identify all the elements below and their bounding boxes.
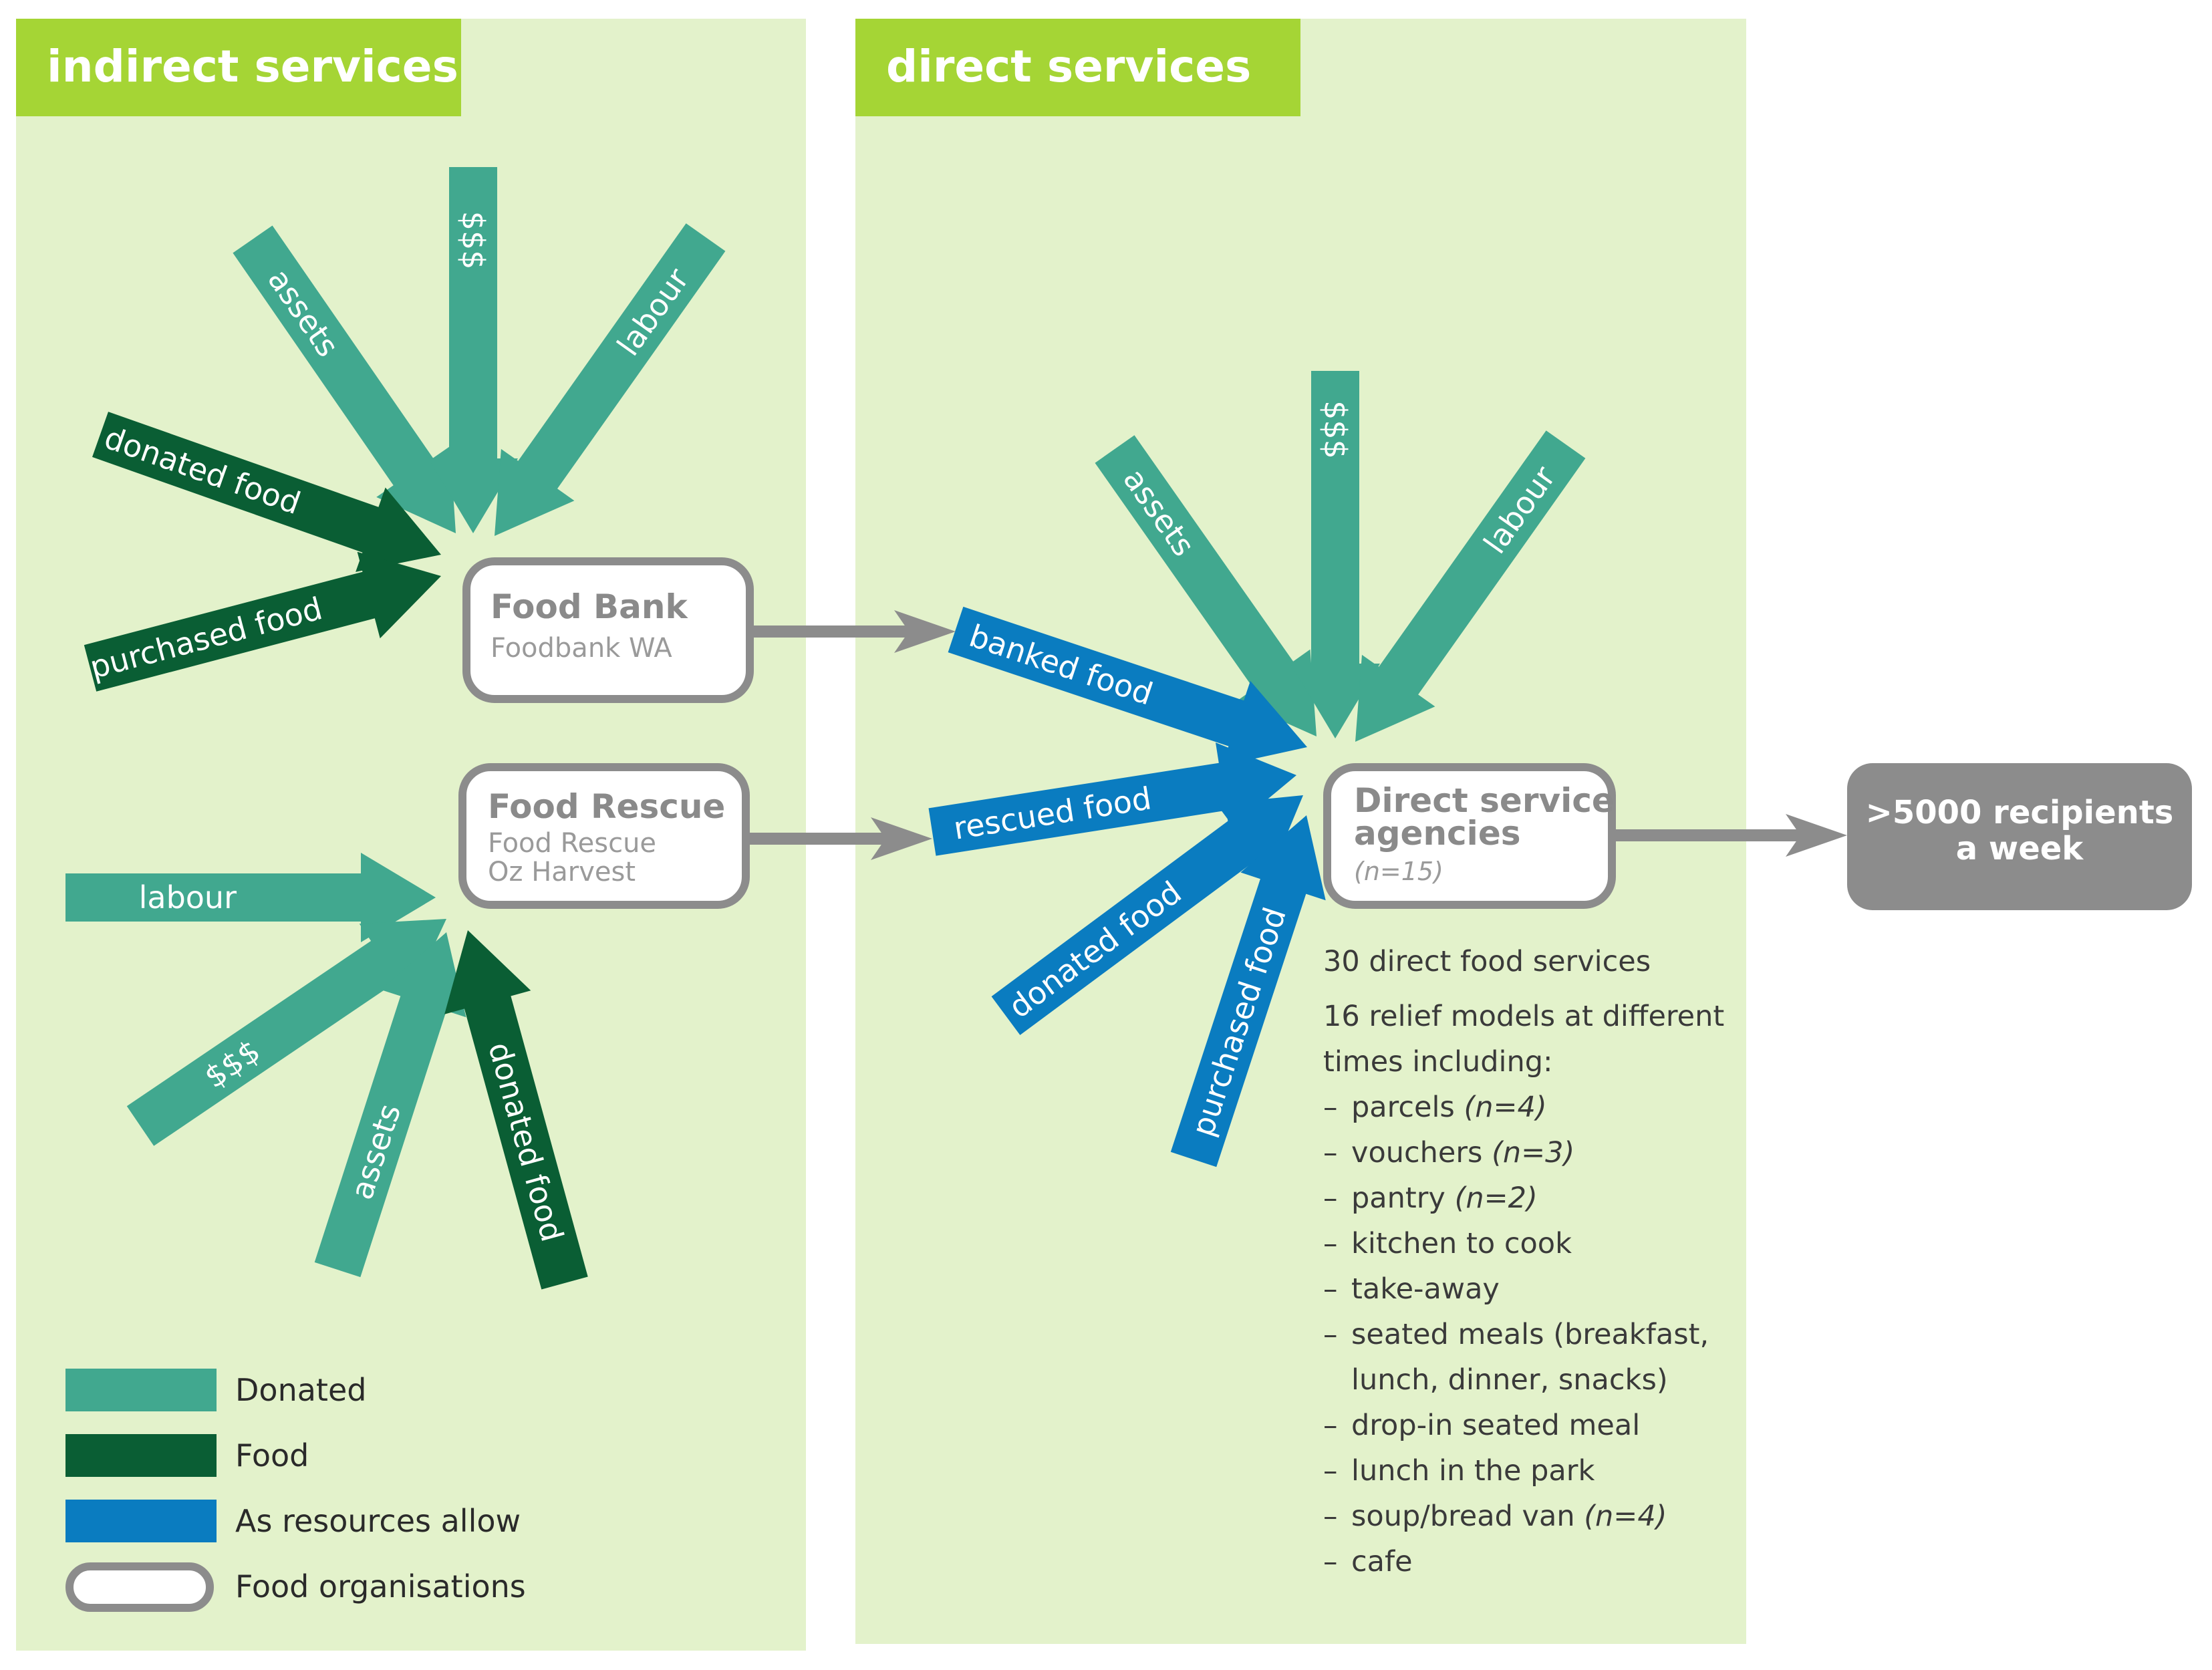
relief-model-item: cafe [1323, 1539, 1804, 1584]
food-bank-purchased-food-arrow [84, 551, 442, 692]
agencies-to-recipients-connector-head [1786, 814, 1847, 857]
relief-model-count: (n=3) [1492, 1136, 1575, 1169]
food-rescue-labour-arrow [65, 853, 436, 942]
relief-model-text: cafe [1351, 1545, 1413, 1578]
agencies-rescued-food-arrow [928, 742, 1296, 856]
legend-swatch-food [65, 1434, 217, 1477]
food-bank-money-arrow [428, 167, 518, 533]
legend-label-donated: Donated [235, 1372, 366, 1408]
food-bank-to-agencies-connector-head [894, 610, 956, 653]
food-bank-labour-arrow [495, 223, 726, 536]
relief-model-item: seated meals (breakfast, lunch, dinner, … [1323, 1312, 1804, 1403]
relief-model-count: (n=4) [1464, 1091, 1547, 1124]
indirect-services-title-bar [16, 19, 461, 116]
relief-model-text: pantry [1351, 1181, 1445, 1215]
agencies-donated-food-arrow [991, 795, 1303, 1035]
food-rescue-title: Food Rescue [488, 787, 725, 826]
agencies-labour-arrow [1355, 430, 1586, 742]
flow-connectors [748, 610, 1847, 860]
legend-label-as-resources-allow: As resources allow [235, 1503, 521, 1539]
food-rescue-money-arrow [126, 919, 447, 1146]
relief-model-text: lunch in the park [1351, 1454, 1595, 1488]
direct-services-notes: 30 direct food services 16 relief models… [1323, 939, 1804, 1584]
relief-model-list: parcels (n=4)vouchers (n=3)pantry (n=2)k… [1323, 1085, 1804, 1584]
food-bank-money-arrow-label: $$$ [455, 211, 491, 270]
food-rescue-box [458, 763, 750, 909]
relief-models-text: 16 relief models at different times incl… [1323, 1000, 1725, 1079]
relief-model-count: (n=4) [1584, 1500, 1667, 1533]
relief-model-text: vouchers [1351, 1136, 1483, 1169]
agencies-assets-arrow [1095, 435, 1317, 736]
food-rescue-donated-food-arrow [444, 930, 588, 1290]
relief-model-item: vouchers (n=3) [1323, 1130, 1804, 1175]
relief-model-count: (n=2) [1454, 1181, 1538, 1215]
direct-agencies-title-line-1: Direct service [1354, 781, 1615, 820]
relief-model-item: parcels (n=4) [1323, 1085, 1804, 1130]
direct-agencies-title-line-2: agencies [1354, 814, 1521, 853]
recipients-line-2: a week [1956, 830, 2084, 867]
agencies-purchased-food-arrow [1170, 815, 1326, 1167]
agencies-money-arrow [1290, 371, 1380, 738]
legend-swatch-donated [65, 1369, 217, 1411]
food-rescue-to-agencies-connector-head [871, 817, 932, 860]
legend-label-food-organisations: Food organisations [235, 1568, 526, 1605]
oz-harvest-name: Oz Harvest [488, 857, 636, 887]
food-rescue-labour-arrow-label: labour [139, 879, 237, 916]
relief-model-text: seated meals (breakfast, lunch, dinner, … [1351, 1318, 1709, 1397]
legend-swatch-as-resources-allow [65, 1500, 217, 1542]
direct-services-title-bar [855, 19, 1300, 116]
relief-model-item: drop-in seated meal [1323, 1403, 1804, 1448]
legend-swatch-food-organisations [65, 1562, 214, 1612]
relief-model-item: kitchen to cook [1323, 1221, 1804, 1266]
food-bank-box [462, 557, 754, 703]
direct-services-title: direct services [886, 41, 1251, 92]
relief-model-item: take-away [1323, 1266, 1804, 1312]
food-rescue-name: Food Rescue [488, 828, 656, 859]
relief-model-text: parcels [1351, 1091, 1455, 1124]
food-bank-title: Food Bank [491, 587, 688, 626]
direct-agencies-count: (n=15) [1354, 857, 1443, 886]
recipients-line-1: >5000 recipients [1866, 794, 2174, 831]
agencies-banked-food-arrow [948, 606, 1307, 766]
direct-agencies-box [1323, 763, 1616, 909]
services-count-text: 30 direct food services [1323, 945, 1651, 978]
relief-model-text: take-away [1351, 1272, 1500, 1306]
agencies-money-arrow-label: $$$ [1317, 400, 1353, 459]
food-bank-assets-arrow [233, 225, 456, 533]
legend-label-food: Food [235, 1437, 309, 1474]
relief-model-item: pantry (n=2) [1323, 1175, 1804, 1221]
relief-model-item: soup/bread van (n=4) [1323, 1494, 1804, 1539]
relief-model-text: kitchen to cook [1351, 1227, 1572, 1260]
relief-model-text: soup/bread van [1351, 1500, 1575, 1533]
indirect-services-title: indirect services [47, 41, 458, 92]
food-bank-donated-food-arrow [92, 412, 441, 572]
food-bank-name: Foodbank WA [491, 633, 672, 664]
relief-model-item: lunch in the park [1323, 1448, 1804, 1494]
relief-model-text: drop-in seated meal [1351, 1409, 1641, 1442]
recipients-box [1847, 763, 2192, 910]
food-rescue-assets-arrow [314, 932, 466, 1278]
